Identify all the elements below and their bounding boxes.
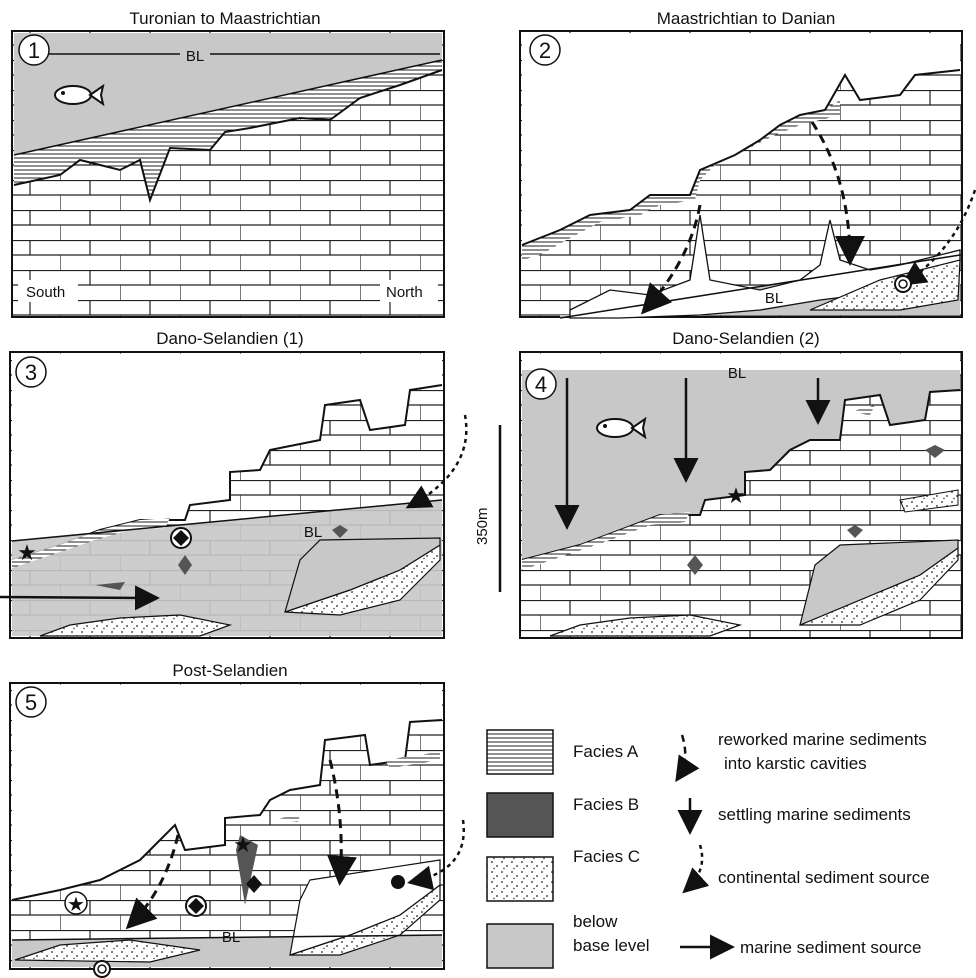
panel-5-title: Post-Selandien bbox=[172, 661, 287, 680]
legend-reworked-arrow bbox=[675, 734, 700, 783]
panel-3-continental-arrow bbox=[405, 414, 468, 509]
panel-3-diamond-site-icon bbox=[170, 527, 192, 549]
panel-1-number: 1 bbox=[28, 38, 40, 63]
panel-3-air bbox=[12, 354, 442, 560]
panel-5-diamond-site-icon bbox=[185, 895, 207, 917]
legend-facies-b-label: Facies B bbox=[573, 795, 639, 814]
panel-5-reworked-arrow-1 bbox=[125, 834, 180, 930]
scale-bar-label: 350m bbox=[474, 507, 491, 545]
panel-3-title: Dano-Selandien (1) bbox=[156, 329, 303, 348]
panel-3-cave bbox=[284, 537, 441, 613]
panel-1-sea bbox=[14, 33, 442, 155]
panel-3-facies-a bbox=[12, 518, 170, 568]
panel-2-number-badge bbox=[529, 34, 561, 66]
panel-2-reworked-arrow-1 bbox=[640, 204, 702, 315]
panel-5-number: 5 bbox=[25, 690, 37, 715]
panel-4-facies-c-left bbox=[549, 614, 743, 637]
panel-1-title: Turonian to Maastrichtian bbox=[129, 9, 320, 28]
panel-5: Post-Selandien BL ★ ★ 5 bbox=[9, 661, 465, 978]
legend-continental-arrow bbox=[682, 844, 710, 894]
panel-3: Dano-Selandien (1) BL ★ 3 bbox=[0, 329, 468, 639]
legend-below-label-1: below bbox=[573, 912, 618, 931]
panel-3-star-icon: ★ bbox=[17, 540, 37, 565]
svg-text:★: ★ bbox=[67, 894, 85, 916]
legend-facies-a-label: Facies A bbox=[573, 742, 639, 761]
panel-2-continental-arrow bbox=[900, 189, 976, 286]
panel-3-bl-label: BL bbox=[304, 524, 322, 541]
legend: Facies A Facies B Facies C below base le… bbox=[486, 729, 930, 969]
panel-5-star-icon: ★ bbox=[233, 832, 253, 857]
panel-2: Maastrichtian to Danian BL 2 bbox=[519, 9, 976, 319]
legend-continental-label: continental sediment source bbox=[718, 868, 930, 887]
panel-5-reworked-arrow-2 bbox=[327, 759, 357, 886]
panel-1-karst-surface bbox=[13, 69, 443, 204]
panel-1-facies-a bbox=[14, 60, 442, 200]
legend-facies-a-swatch bbox=[486, 729, 554, 775]
panel-5-base-level-line bbox=[11, 934, 443, 941]
panel-4-number: 4 bbox=[535, 372, 547, 397]
panel-3-facies-b-2 bbox=[332, 525, 348, 538]
fish-icon bbox=[596, 416, 647, 440]
panel-5-continental-arrow bbox=[407, 819, 465, 891]
north-label: North bbox=[386, 284, 423, 301]
south-label: South bbox=[26, 284, 65, 301]
panel-1-number-badge bbox=[18, 34, 50, 66]
panel-2-air bbox=[522, 33, 960, 245]
panel-5-bl-label: BL bbox=[222, 929, 240, 946]
panel-5-diamond-icon bbox=[246, 875, 262, 893]
legend-below-base-level-swatch bbox=[486, 923, 554, 969]
legend-facies-c-swatch bbox=[486, 856, 554, 902]
panel-3-marine-arrow bbox=[0, 585, 160, 611]
panel-1-bl-label: BL bbox=[186, 48, 204, 65]
panel-2-number: 2 bbox=[539, 38, 551, 63]
panel-2-base-level-line bbox=[559, 254, 961, 319]
panel-5-facies-b bbox=[236, 835, 258, 905]
panel-5-facies-c-left bbox=[14, 939, 201, 963]
legend-marine-label: marine sediment source bbox=[740, 938, 921, 957]
legend-below-label-2: base level bbox=[573, 936, 650, 955]
panel-4-bl-label: BL bbox=[728, 365, 746, 382]
panel-3-facies-b-1 bbox=[178, 555, 192, 575]
legend-reworked-label-2: into karstic cavities bbox=[724, 754, 867, 773]
panel-3-facies-c-left bbox=[39, 614, 233, 637]
legend-reworked-label-1: reworked marine sediments bbox=[718, 730, 927, 749]
legend-settling-label: settling marine sediments bbox=[718, 805, 911, 824]
panel-4-title: Dano-Selandien (2) bbox=[672, 329, 819, 348]
panel-3-number-badge bbox=[15, 356, 47, 388]
panel-5-ring-site-icon bbox=[93, 960, 111, 978]
panel-5-star-site-icon: ★ bbox=[64, 891, 88, 916]
panel-5-dot-icon bbox=[391, 875, 405, 889]
panel-1: Turonian to Maastrichtian BL 1 South Nor… bbox=[11, 9, 445, 318]
legend-facies-c-label: Facies C bbox=[573, 847, 640, 866]
panel-2-title: Maastrichtian to Danian bbox=[657, 9, 836, 28]
panel-2-reworked-arrow-2 bbox=[810, 121, 865, 266]
panel-4-star-icon: ★ bbox=[726, 483, 746, 508]
panel-4-number-badge bbox=[525, 368, 557, 400]
panel-3-base-level-line bbox=[11, 499, 443, 542]
fish-icon bbox=[54, 83, 105, 107]
panel-3-number: 3 bbox=[25, 360, 37, 385]
scale-bar: 350m bbox=[474, 425, 502, 592]
panel-2-bl-label: BL bbox=[765, 290, 783, 307]
legend-facies-b-swatch bbox=[486, 792, 554, 838]
panel-4-sea bbox=[522, 370, 960, 560]
panel-4: Dano-Selandien (2) BL ★ 4 bbox=[519, 329, 963, 639]
panel-4-facies-b-1 bbox=[687, 555, 703, 575]
panel-5-number-badge bbox=[15, 686, 47, 718]
